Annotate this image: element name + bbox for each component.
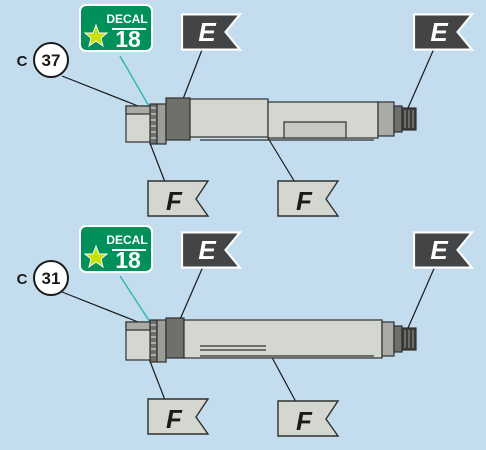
callout-prefix: C (17, 53, 28, 70)
decal-number: 18 (115, 26, 141, 52)
decal-label: DECAL (106, 12, 147, 26)
flag-e-2a: E (180, 231, 242, 269)
callout-prefix: C (17, 271, 28, 288)
decal-number: 18 (115, 247, 141, 273)
flag-letter: F (166, 186, 183, 216)
decal-label: DECAL (106, 233, 147, 247)
flag-f-1a: F (147, 180, 210, 217)
flag-letter: F (166, 404, 183, 434)
part-assembly-2 (125, 317, 417, 363)
callout-number: 37 (42, 51, 61, 70)
assembly-1: C 37 DECAL 18 E E F F (17, 4, 474, 217)
flag-e-1a: E (180, 13, 242, 51)
flag-letter: E (430, 235, 448, 265)
flag-letter: E (198, 235, 216, 265)
callout-number: 31 (42, 269, 61, 288)
assembly-2: C 31 DECAL 18 E E F F (17, 225, 474, 437)
leader-lines-2 (61, 261, 437, 403)
decal-badge-2: DECAL 18 (79, 225, 153, 273)
decal-badge-1: DECAL 18 (79, 4, 153, 52)
flag-letter: F (296, 406, 313, 436)
decal-leader-2 (119, 275, 151, 323)
flag-f-2b: F (277, 400, 340, 437)
flag-f-1b: F (277, 180, 340, 217)
star-icon (83, 23, 109, 48)
flag-letter: E (198, 17, 216, 47)
callout-2: C 31 (17, 260, 69, 296)
decal-leader-1 (119, 55, 151, 109)
part-assembly-1 (125, 97, 417, 145)
flag-letter: F (296, 186, 313, 216)
star-icon (83, 244, 109, 269)
flag-f-2a: F (147, 398, 210, 435)
callout-circle (33, 260, 69, 296)
flag-e-1b: E (412, 13, 474, 51)
flag-e-2b: E (412, 231, 474, 269)
callout-1: C 37 (17, 42, 69, 78)
callout-circle (33, 42, 69, 78)
flag-letter: E (430, 17, 448, 47)
